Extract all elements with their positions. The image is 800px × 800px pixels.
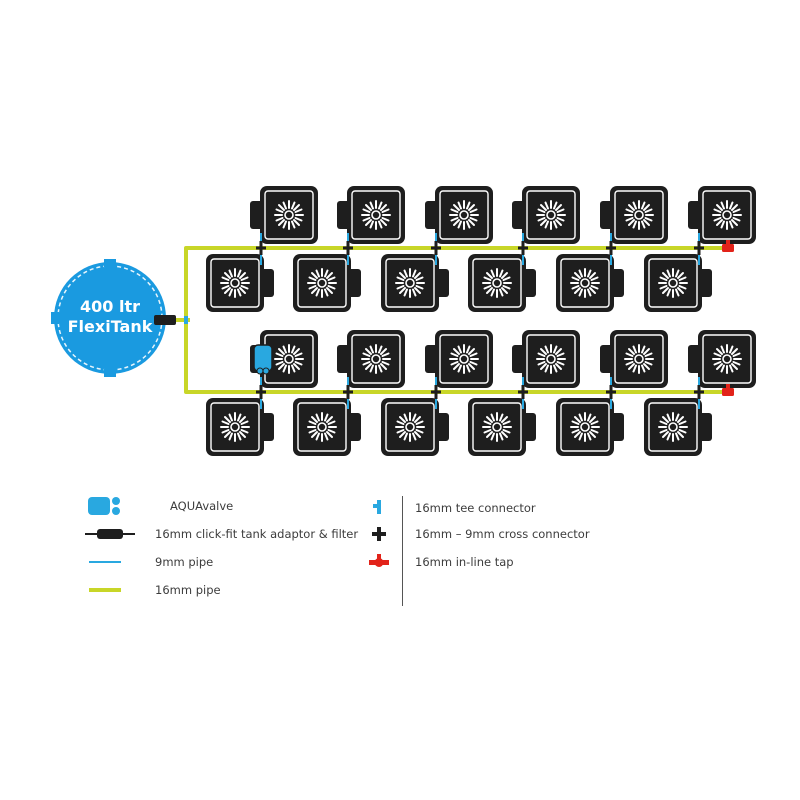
pot-row1-lower-6 bbox=[644, 254, 712, 312]
cross-connector bbox=[343, 241, 353, 255]
legend-divider bbox=[402, 496, 403, 606]
pot-row2-upper-2 bbox=[337, 330, 405, 388]
legend-inline-tap-label: 16mm in-line tap bbox=[415, 555, 514, 569]
tank-label-line1: 400 ltr bbox=[80, 297, 140, 316]
legend-cross-connector-label: 16mm – 9mm cross connector bbox=[415, 527, 590, 541]
legend: AQUAvalve 16mm click-fit tank adaptor & … bbox=[0, 492, 800, 612]
cross-connector bbox=[694, 241, 704, 255]
pot-row2-upper-6 bbox=[688, 330, 756, 388]
aquavalve-legend-icon bbox=[85, 494, 135, 518]
pot-row2-lower-3 bbox=[381, 398, 449, 456]
pot-row2-upper-3 bbox=[425, 330, 493, 388]
cross-connector bbox=[256, 385, 266, 399]
pot-row2-upper-5 bbox=[600, 330, 668, 388]
tank-adaptor-legend-icon bbox=[85, 522, 135, 546]
inline-tap-top bbox=[722, 240, 734, 252]
aquavalve bbox=[253, 344, 273, 375]
flexitank: 400 ltr FlexiTank bbox=[51, 259, 166, 377]
pot-row1-lower-4 bbox=[468, 254, 536, 312]
legend-pipe-9mm-label: 9mm pipe bbox=[155, 555, 214, 569]
inline-tap-bottom bbox=[722, 384, 734, 396]
pot-rows bbox=[184, 186, 756, 456]
pipe-16mm-legend-icon bbox=[85, 578, 135, 602]
cross-connector bbox=[606, 241, 616, 255]
tee-connector bbox=[184, 316, 188, 324]
pot-row2-lower-6 bbox=[644, 398, 712, 456]
pot-row1-upper-2 bbox=[337, 186, 405, 244]
legend-pipe-16mm-label: 16mm pipe bbox=[155, 583, 221, 597]
cross-connector bbox=[256, 241, 266, 255]
cross-connector bbox=[694, 385, 704, 399]
cross-connector bbox=[606, 385, 616, 399]
cross-connector bbox=[343, 385, 353, 399]
pot-row1-upper-5 bbox=[600, 186, 668, 244]
inline-tap-legend-icon bbox=[365, 550, 415, 574]
pot-row1-upper-6 bbox=[688, 186, 756, 244]
cross-connector bbox=[431, 241, 441, 255]
cross-connector bbox=[518, 241, 528, 255]
legend-tee-connector-label: 16mm tee connector bbox=[415, 501, 536, 515]
legend-tank-adaptor-label: 16mm click-fit tank adaptor & filter bbox=[155, 527, 359, 541]
pot-row2-lower-4 bbox=[468, 398, 536, 456]
pot-row2-upper-4 bbox=[512, 330, 580, 388]
pot-row1-lower-2 bbox=[293, 254, 361, 312]
pot-row1-lower-1 bbox=[206, 254, 274, 312]
cross-connector-legend-icon bbox=[365, 522, 415, 546]
pot-row2-lower-5 bbox=[556, 398, 624, 456]
pot-row1-upper-3 bbox=[425, 186, 493, 244]
pot-row2-lower-2 bbox=[293, 398, 361, 456]
pot-row2-lower-1 bbox=[206, 398, 274, 456]
cross-connector bbox=[518, 385, 528, 399]
pot-row1-lower-5 bbox=[556, 254, 624, 312]
legend-aquavalve-label: AQUAvalve bbox=[170, 499, 234, 513]
pot-row1-upper-4 bbox=[512, 186, 580, 244]
tank-label-line2: FlexiTank bbox=[68, 317, 153, 336]
tee-connector-legend-icon bbox=[365, 496, 415, 520]
pipe-9mm-legend-icon bbox=[85, 550, 135, 574]
cross-connector bbox=[431, 385, 441, 399]
pot-row1-lower-3 bbox=[381, 254, 449, 312]
pot-row1-upper-1 bbox=[250, 186, 318, 244]
